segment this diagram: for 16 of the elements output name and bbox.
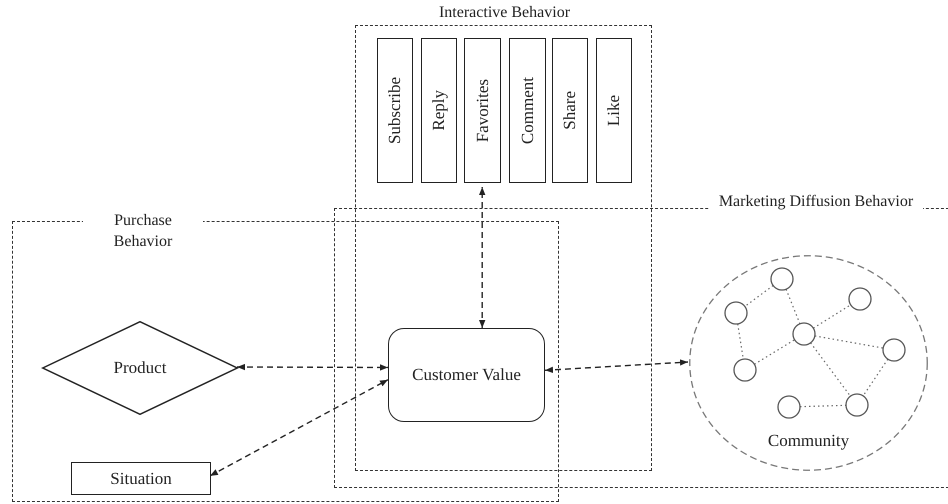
arrow bbox=[479, 187, 486, 328]
action-box: Subscribe bbox=[377, 38, 413, 183]
process-box: Situation bbox=[71, 462, 211, 495]
region-title: Interactive Behavior bbox=[438, 3, 572, 23]
arrow bbox=[544, 359, 688, 374]
circle-label: Community bbox=[766, 431, 850, 451]
action-box: Favorites bbox=[464, 38, 501, 183]
action-box: Share bbox=[552, 38, 588, 183]
action-box: Like bbox=[596, 38, 632, 183]
arrow bbox=[210, 379, 388, 476]
community-circle bbox=[689, 255, 928, 471]
decision-diamond: Product bbox=[42, 321, 238, 415]
action-box: Comment bbox=[509, 38, 546, 183]
arrow bbox=[237, 364, 388, 371]
rounded-box: Customer Value bbox=[388, 328, 545, 422]
action-box: Reply bbox=[421, 38, 457, 183]
